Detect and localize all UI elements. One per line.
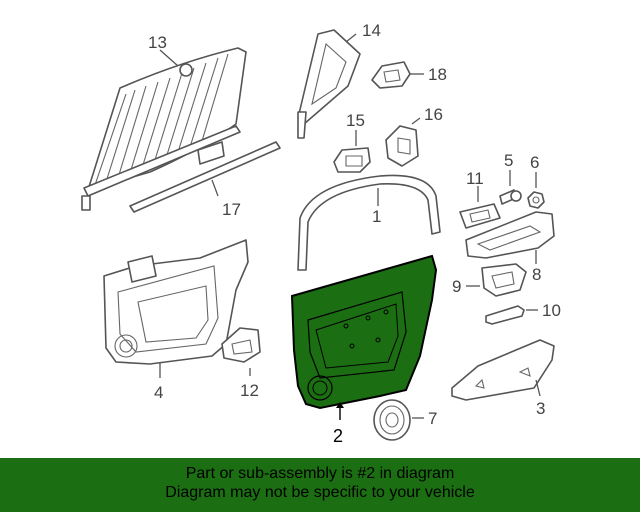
callout-17: 17	[222, 200, 241, 219]
part-11-switch[interactable]	[459, 203, 501, 229]
callout-4: 4	[154, 383, 163, 402]
callout-7: 7	[428, 409, 437, 428]
callout-15: 15	[346, 111, 365, 130]
part-17-strip[interactable]	[129, 141, 281, 213]
part-16-retainer[interactable]	[385, 125, 419, 167]
info-banner: Part or sub-assembly is #2 in diagram Di…	[0, 458, 640, 512]
callout-13: 13	[148, 33, 167, 52]
callout-14: 14	[362, 21, 381, 40]
part-10-pad[interactable]	[485, 305, 525, 325]
callout-2: 2	[333, 426, 343, 446]
callout-3: 3	[536, 399, 545, 418]
callout-10: 10	[542, 301, 561, 320]
callout-8: 8	[532, 265, 541, 284]
callout-9: 9	[452, 277, 461, 296]
part-5-screw[interactable]	[499, 189, 522, 205]
callout-12: 12	[240, 381, 259, 400]
callout-6: 6	[530, 153, 539, 172]
part-8-armrest[interactable]	[465, 211, 555, 259]
part-12-switch[interactable]	[221, 327, 261, 363]
callout-11: 11	[466, 169, 484, 188]
callout-18: 18	[428, 65, 447, 84]
part-14-pillar-trim[interactable]	[297, 29, 361, 139]
parts-diagram: 13 17 14 18 15 16 1	[81, 21, 561, 446]
part-9-handle-bezel[interactable]	[481, 263, 527, 297]
part-4-door-panel-frame[interactable]	[103, 239, 249, 365]
banner-line-1: Part or sub-assembly is #2 in diagram	[185, 465, 455, 482]
part-7-speaker-grille[interactable]	[373, 399, 411, 441]
part-15-bracket[interactable]	[333, 147, 371, 173]
part-2-door-trim-panel[interactable]	[290, 254, 438, 410]
callout-1: 1	[372, 207, 381, 226]
part-1-weatherstrip[interactable]	[297, 174, 441, 271]
part-6-nut[interactable]	[527, 191, 545, 209]
part-18-clip[interactable]	[371, 61, 411, 89]
part-3-upper-trim[interactable]	[451, 339, 555, 401]
banner-line-2: Diagram may not be specific to your vehi…	[165, 484, 475, 501]
callout-5: 5	[504, 151, 513, 170]
part-13-sunshade[interactable]	[81, 47, 247, 211]
callout-16: 16	[424, 105, 443, 124]
